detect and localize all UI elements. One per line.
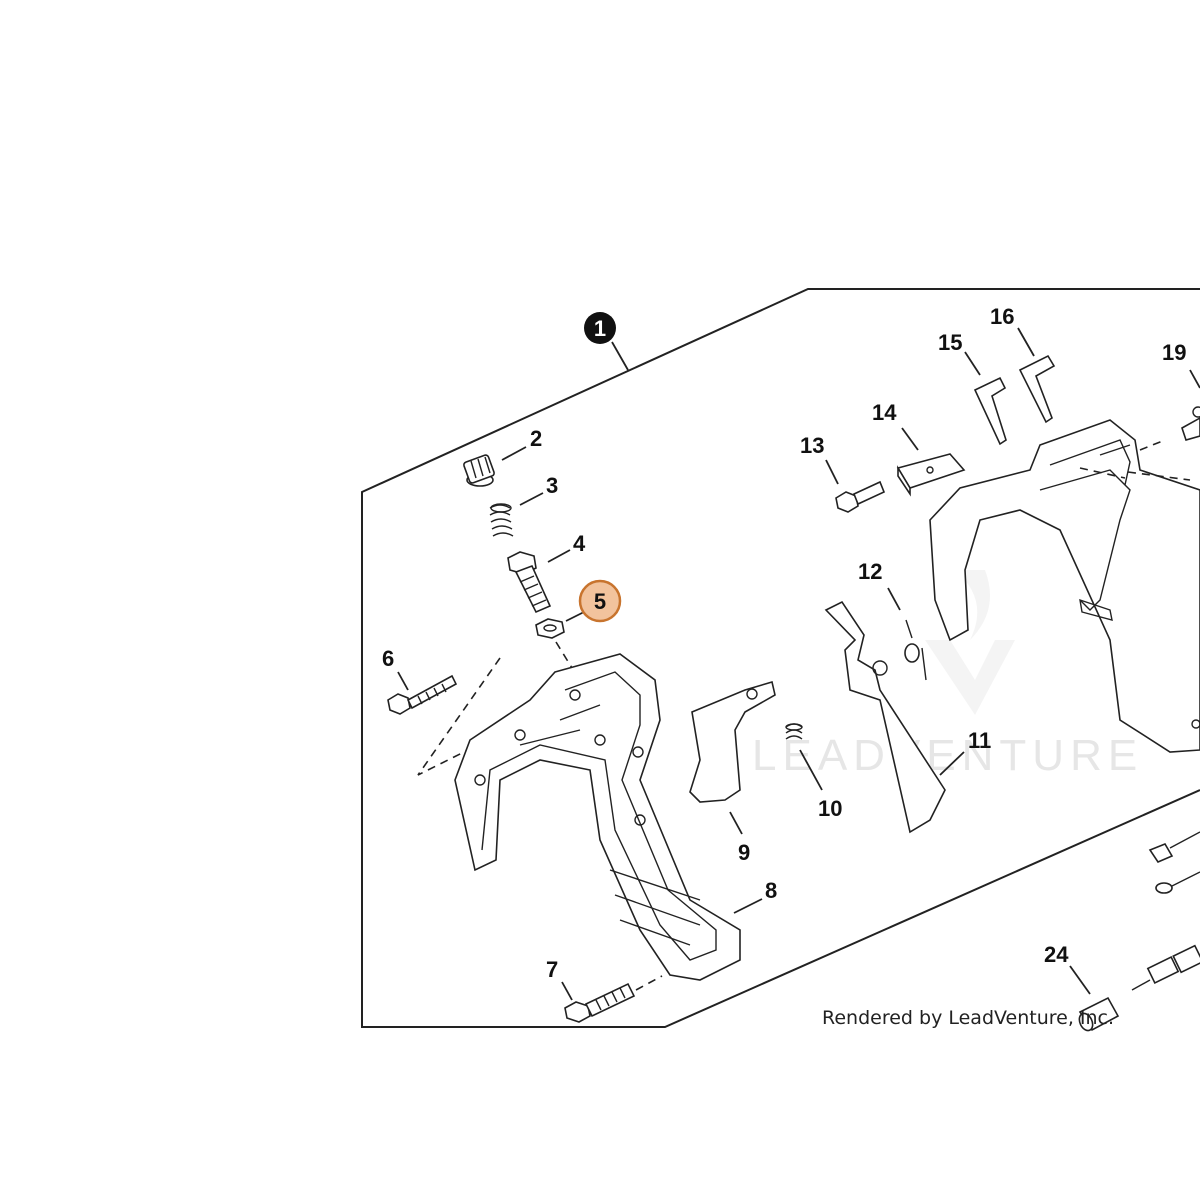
label-3[interactable]: 3 bbox=[546, 473, 558, 498]
label-11[interactable]: 11 bbox=[968, 728, 991, 753]
part-11-trigger-blade[interactable] bbox=[824, 600, 946, 834]
label-8[interactable]: 8 bbox=[765, 878, 777, 903]
part-4-bolt[interactable] bbox=[507, 551, 552, 614]
label-5: 5 bbox=[594, 589, 606, 614]
label-13[interactable]: 13 bbox=[800, 433, 824, 458]
watermark-logo bbox=[925, 570, 1015, 715]
part-3-spring[interactable] bbox=[489, 503, 514, 537]
label-9[interactable]: 9 bbox=[738, 840, 750, 865]
label-4[interactable]: 4 bbox=[573, 531, 586, 556]
part-13-screw[interactable] bbox=[835, 480, 886, 513]
callout-1[interactable]: 1 bbox=[584, 312, 629, 371]
label-19[interactable]: 19 bbox=[1162, 340, 1186, 365]
label-15[interactable]: 15 bbox=[938, 330, 962, 355]
label-10[interactable]: 10 bbox=[818, 796, 842, 821]
label-16[interactable]: 16 bbox=[990, 304, 1014, 329]
part-14-plate[interactable] bbox=[896, 453, 966, 497]
part-hose-fitting[interactable] bbox=[1131, 944, 1200, 991]
part-5-nut[interactable] bbox=[535, 618, 565, 639]
part-24-nozzle[interactable] bbox=[1077, 996, 1120, 1033]
part-6-screw[interactable] bbox=[387, 674, 458, 715]
label-12[interactable]: 12 bbox=[858, 559, 882, 584]
label-14[interactable]: 14 bbox=[872, 400, 897, 425]
part-handle-housing-right[interactable] bbox=[929, 419, 1200, 753]
render-credit: Rendered by LeadVenture, Inc. bbox=[822, 1007, 1114, 1029]
part-15-bracket[interactable] bbox=[973, 376, 1007, 446]
part-16-bracket[interactable] bbox=[1018, 354, 1056, 424]
part-10-spring[interactable] bbox=[785, 723, 803, 740]
part-19-fitting[interactable] bbox=[1181, 406, 1200, 441]
assembly-outline bbox=[361, 288, 1200, 1028]
part-wire-terminals[interactable] bbox=[1148, 831, 1200, 894]
label-2[interactable]: 2 bbox=[530, 426, 542, 451]
part-9-trigger[interactable] bbox=[689, 680, 776, 803]
part-8-handle-housing-left[interactable] bbox=[454, 653, 741, 981]
part-2-knob[interactable] bbox=[463, 454, 495, 487]
part-7-screw[interactable] bbox=[564, 982, 636, 1023]
callout-1-label: 1 bbox=[594, 316, 606, 341]
callout-5-highlighted[interactable]: 5 bbox=[578, 579, 622, 623]
label-7[interactable]: 7 bbox=[546, 957, 558, 982]
label-6[interactable]: 6 bbox=[382, 646, 394, 671]
part-12-clip[interactable] bbox=[904, 619, 927, 681]
label-24[interactable]: 24 bbox=[1044, 942, 1069, 967]
watermark-text: LEADVENTURE bbox=[752, 731, 1143, 780]
